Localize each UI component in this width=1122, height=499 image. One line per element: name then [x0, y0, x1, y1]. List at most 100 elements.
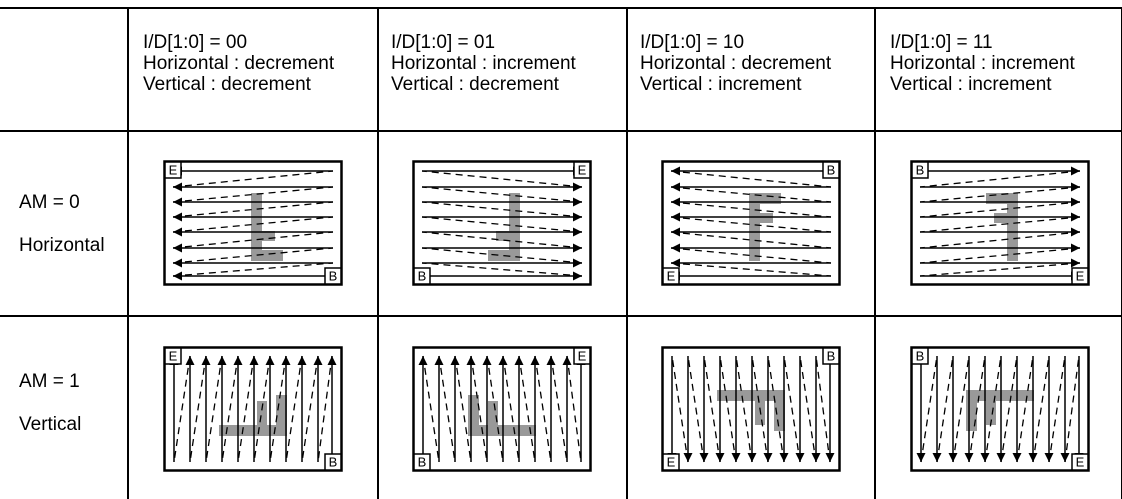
retrace-line	[421, 201, 583, 218]
retrace-line	[783, 355, 801, 463]
row-label-am1: AM = 1 Vertical	[19, 371, 81, 435]
scan-arrowhead	[249, 356, 259, 365]
end-marker-box	[1071, 267, 1089, 285]
scan-lines	[667, 355, 835, 463]
retrace-line	[172, 170, 334, 188]
retrace-line	[1032, 355, 1050, 463]
retrace-line	[269, 355, 287, 463]
glyph-F	[986, 193, 1018, 261]
scan-arrowhead	[996, 453, 1006, 462]
scan-frame	[163, 160, 343, 286]
scan-arrowhead	[297, 356, 307, 365]
retrace-line	[735, 355, 753, 463]
scan-arrowhead	[1012, 453, 1022, 462]
retrace-line	[317, 355, 333, 463]
glyph-F	[219, 395, 287, 436]
glyph-F	[468, 395, 536, 436]
retrace-line	[1048, 355, 1066, 463]
scan-frame	[412, 160, 592, 286]
retrace-line	[767, 355, 785, 463]
glyph-bar-short	[257, 401, 267, 425]
retrace-line	[550, 355, 568, 463]
scan-arrowhead	[265, 356, 275, 365]
retrace-line	[285, 355, 303, 463]
glyph-stem	[1007, 193, 1018, 261]
retrace-line	[486, 355, 504, 463]
retrace-line	[984, 355, 1002, 463]
scan-arrowhead	[948, 453, 958, 462]
row-am0-direction: Horizontal	[19, 235, 105, 256]
scan-arrowhead	[201, 356, 211, 365]
glyph-stem	[749, 193, 760, 261]
retrace-line	[920, 355, 938, 463]
retrace-line	[919, 247, 1081, 264]
scan-lines	[916, 355, 1084, 463]
scan-arrowhead	[699, 453, 709, 462]
end-marker-label: E	[1076, 269, 1085, 284]
end-marker-box	[164, 161, 182, 179]
header-col-10-vertical: Vertical : increment	[640, 74, 802, 95]
glyph-F	[966, 390, 1034, 431]
scan-arrowhead	[434, 356, 444, 365]
end-marker-label: E	[667, 269, 676, 284]
retrace-line	[172, 186, 334, 203]
header-col-10-mode: I/D[1:0] = 10	[640, 32, 745, 53]
header-col-10-horizontal: Horizontal : decrement	[640, 53, 832, 74]
glyph-stem	[717, 390, 785, 401]
retrace-line	[670, 216, 832, 233]
retrace-line	[470, 355, 488, 463]
retrace-line	[253, 355, 271, 463]
end-marker-label: E	[169, 163, 178, 178]
scan-arrowhead	[482, 356, 492, 365]
scan-arrowhead	[281, 356, 291, 365]
scan-arrowhead	[980, 453, 990, 462]
glyph-bar-short	[994, 213, 1018, 223]
end-marker-label: E	[578, 349, 587, 364]
scan-lines	[670, 166, 832, 281]
glyph-bar-long	[774, 401, 785, 431]
end-marker-label: E	[578, 163, 587, 178]
end-marker-box	[573, 161, 591, 179]
begin-marker-box	[324, 267, 342, 285]
glyph-stem	[219, 425, 287, 436]
scan-arrowhead	[811, 453, 821, 462]
row-am1-value: AM = 1	[19, 371, 80, 392]
retrace-line	[670, 170, 832, 188]
retrace-line	[172, 201, 334, 218]
end-marker-label: E	[169, 349, 178, 364]
glyph-stem	[509, 193, 520, 261]
retrace-line	[919, 170, 1081, 188]
begin-marker-label: B	[418, 455, 427, 470]
row-am0-value: AM = 0	[19, 192, 80, 213]
glyph-bar-long	[276, 395, 287, 425]
scan-lines	[418, 355, 586, 463]
retrace-line	[172, 262, 334, 277]
retrace-line	[968, 355, 986, 463]
retrace-line	[172, 247, 334, 264]
scan-arrowhead	[683, 453, 693, 462]
retrace-line	[534, 355, 552, 463]
retrace-line	[301, 355, 319, 463]
begin-marker-box	[911, 161, 929, 179]
scan-frame	[910, 160, 1090, 286]
retrace-line	[719, 355, 737, 463]
glyph-F	[251, 193, 283, 261]
retrace-line	[919, 216, 1081, 233]
glyph-bar-long	[251, 250, 283, 261]
begin-marker-box	[911, 347, 929, 365]
scan-arrowhead	[731, 453, 741, 462]
scan-arrowhead	[964, 453, 974, 462]
scan-arrowhead	[932, 453, 942, 462]
glyph-stem	[251, 193, 262, 261]
glyph-bar-short	[749, 213, 773, 223]
retrace-line	[936, 355, 954, 463]
scan-frame	[661, 160, 841, 286]
retrace-line	[518, 355, 536, 463]
retrace-line	[421, 231, 583, 249]
